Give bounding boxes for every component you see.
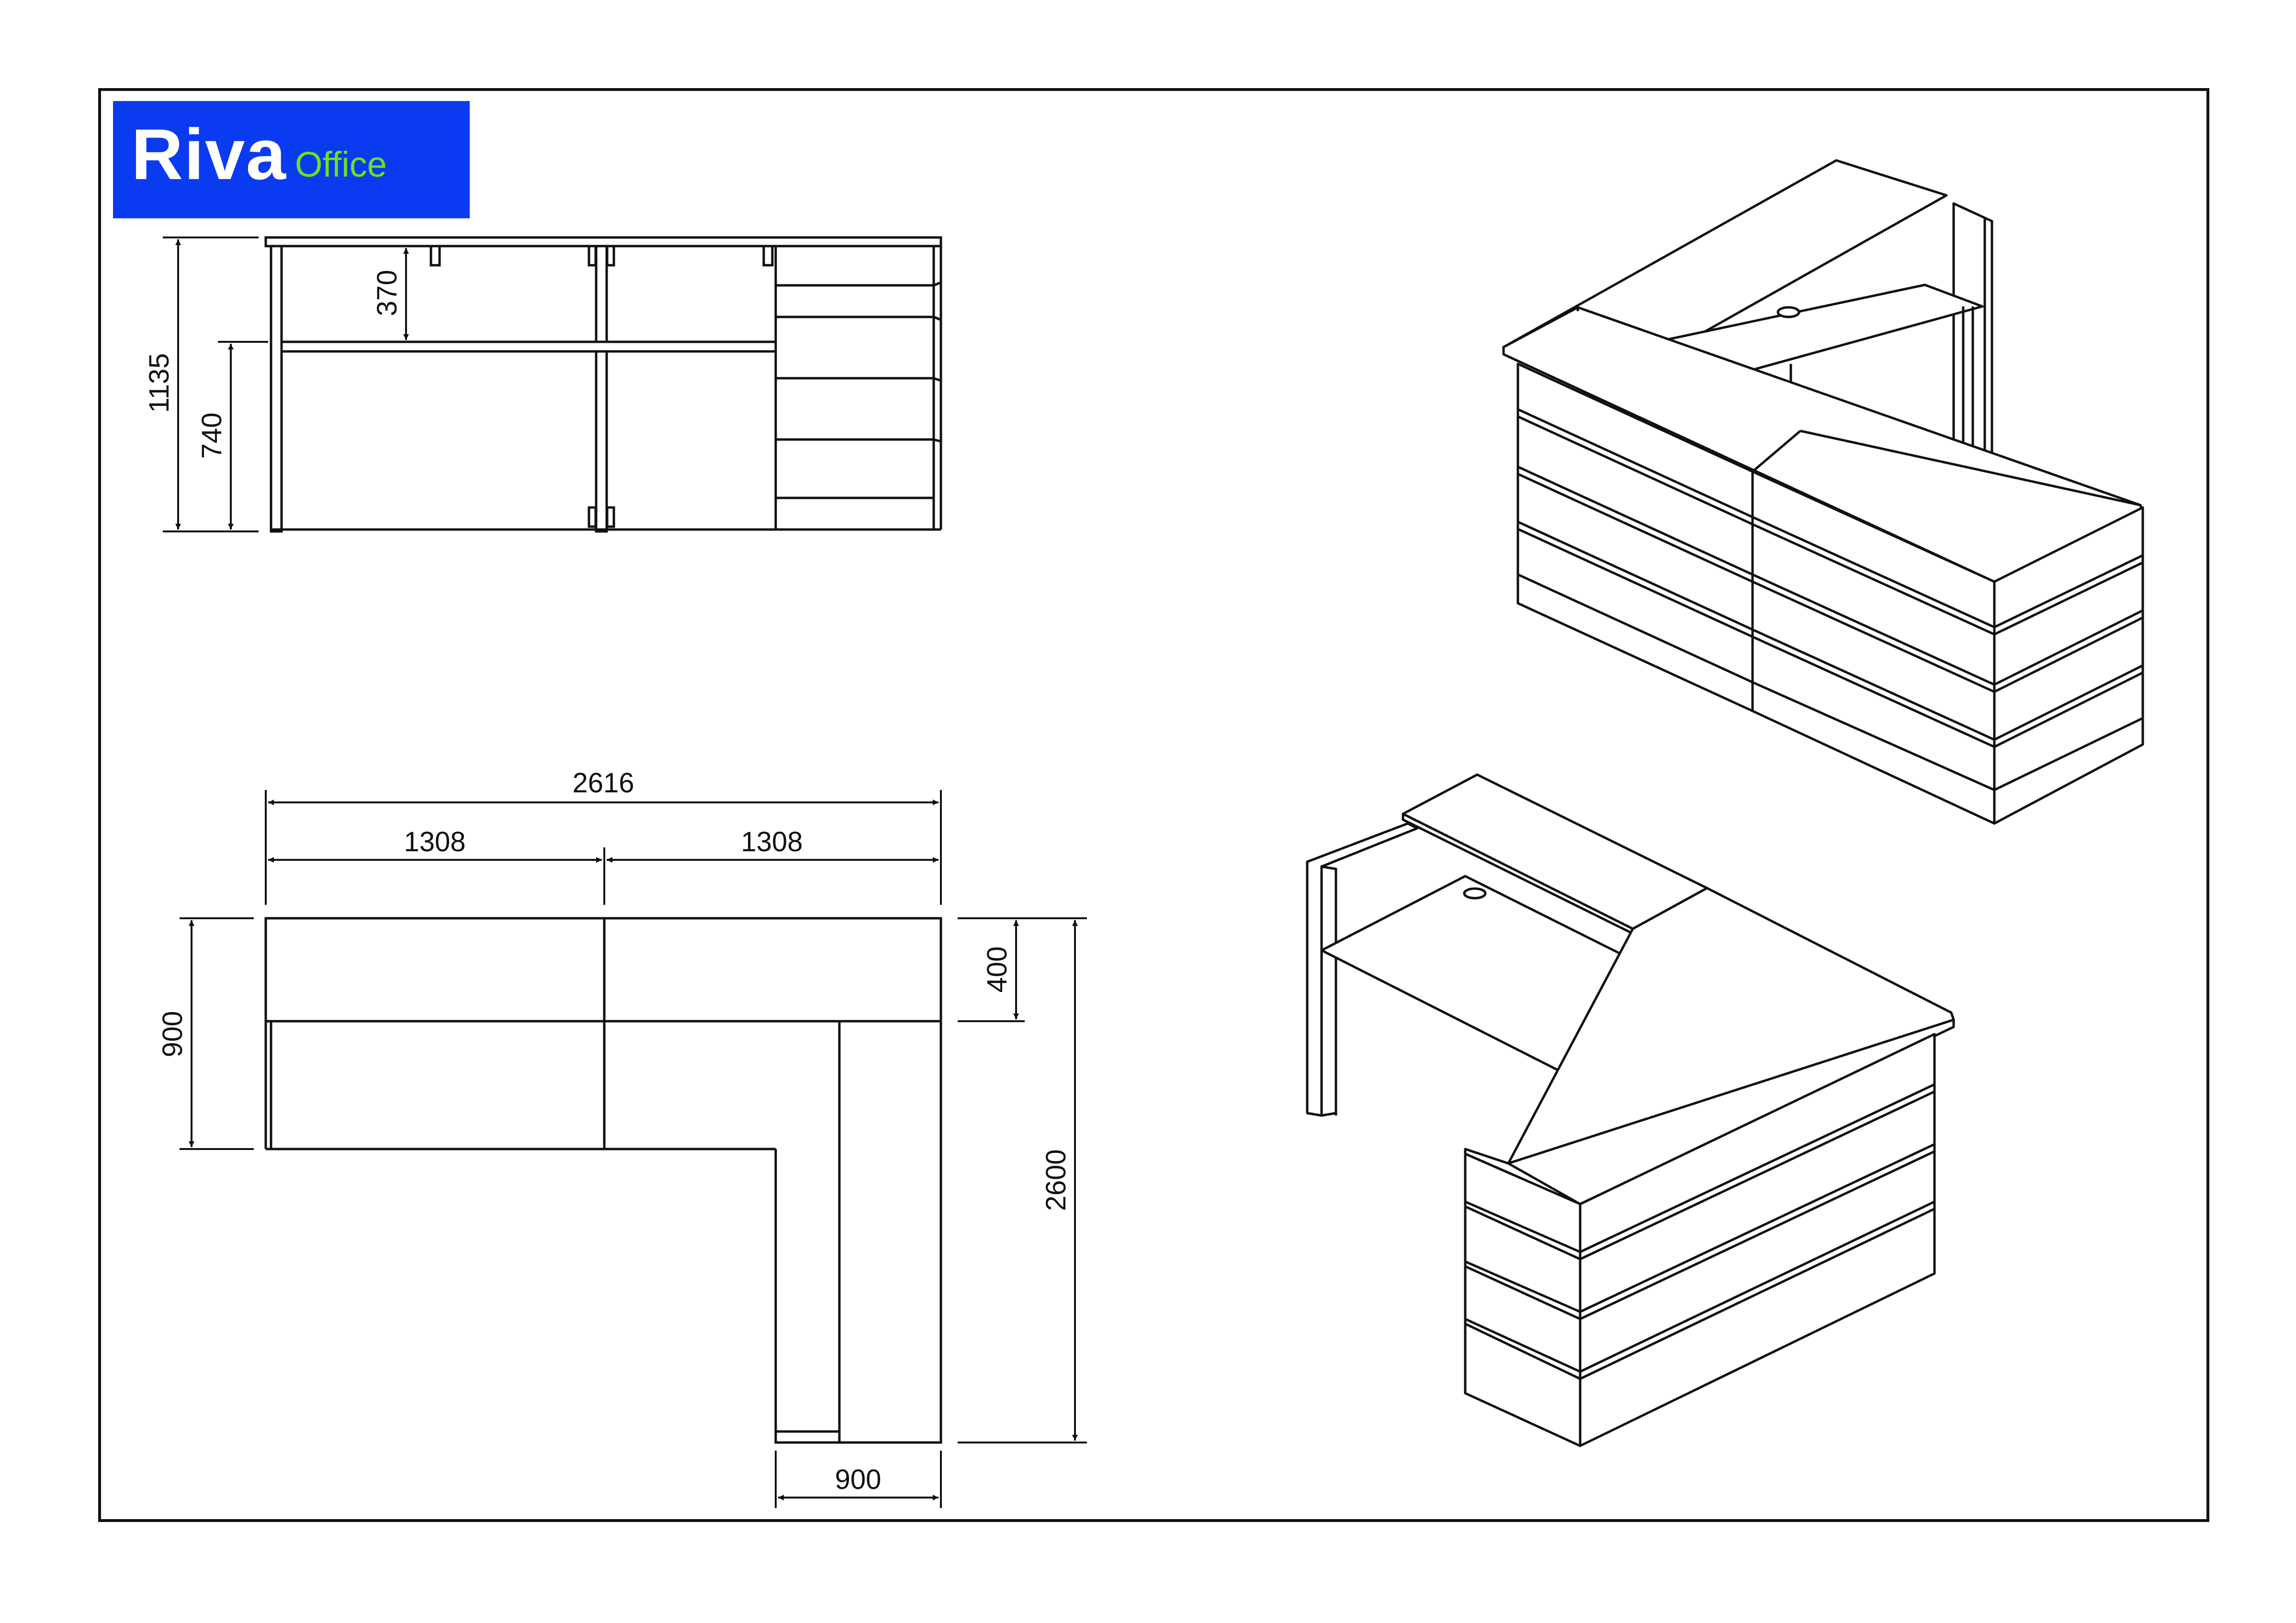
plan-view <box>264 917 942 1444</box>
dim-right-half: 1308 <box>741 826 803 857</box>
dim-total-length: 2600 <box>1041 1149 1072 1211</box>
dim-top-depth: 400 <box>982 947 1013 993</box>
isometric-view-bottom <box>1306 773 1955 1447</box>
dim-desk-height: 740 <box>196 413 227 459</box>
brand-logo: Riva Office <box>113 101 470 218</box>
dim-return-width: 900 <box>835 1464 882 1495</box>
dim-total-height: 1135 <box>144 353 175 413</box>
dim-total-width: 2616 <box>572 767 634 799</box>
plan-dimensions <box>180 790 1087 1508</box>
isometric-view-top <box>1502 159 2144 825</box>
front-dimensions <box>163 237 409 532</box>
dim-depth: 900 <box>157 1011 188 1058</box>
front-elevation <box>264 236 942 533</box>
drawing-frame <box>98 88 2209 1522</box>
dim-upper-gap: 370 <box>372 270 403 316</box>
brand-name: Riva <box>131 114 287 194</box>
brand-sub: Office <box>295 145 387 184</box>
dim-left-half: 1308 <box>404 826 465 857</box>
